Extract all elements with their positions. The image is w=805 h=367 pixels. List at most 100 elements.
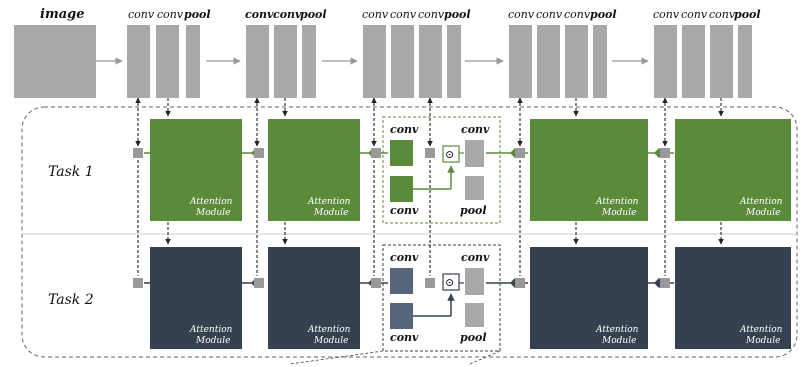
input-image-block bbox=[14, 25, 96, 98]
feature-merge-node bbox=[515, 278, 525, 288]
feature-merge-node bbox=[254, 278, 264, 288]
backbone-pool-layer bbox=[302, 25, 316, 98]
pool-label: pool bbox=[460, 331, 487, 344]
task2-attention-detail-box bbox=[382, 244, 501, 352]
feature-merge-node bbox=[133, 278, 143, 288]
attention-module-label: Module bbox=[313, 208, 348, 218]
feature-merge-node bbox=[425, 278, 435, 288]
task2-detail-conv-layer bbox=[390, 268, 413, 294]
task2-attention-module bbox=[150, 247, 242, 349]
attention-module-label: Attention bbox=[739, 197, 783, 207]
conv-label: conv bbox=[362, 8, 389, 21]
feature-merge-node bbox=[371, 148, 381, 158]
task1-attention-module bbox=[675, 119, 791, 221]
attention-module-label: Attention bbox=[595, 325, 639, 335]
backbone-conv-layer bbox=[509, 25, 532, 98]
attention-module-label: Module bbox=[601, 336, 636, 346]
backbone-conv-layer bbox=[419, 25, 442, 98]
attention-module-label: Attention bbox=[189, 325, 233, 335]
backbone-conv-layer bbox=[246, 25, 269, 98]
conv-label: conv bbox=[245, 8, 274, 21]
callout-line bbox=[289, 350, 384, 365]
conv-label: conv bbox=[461, 123, 490, 136]
conv-label: conv bbox=[390, 123, 419, 136]
backbone-conv-layer bbox=[156, 25, 179, 98]
attention-module-label: Module bbox=[745, 208, 780, 218]
attention-module-label: Module bbox=[313, 336, 348, 346]
conv-label: conv bbox=[653, 8, 680, 21]
conv-label: conv bbox=[709, 8, 736, 21]
dot-product-symbol: ⊙ bbox=[445, 148, 454, 161]
pool-label: pool bbox=[300, 8, 327, 21]
conv-label: conv bbox=[273, 8, 302, 21]
dot-product-symbol: ⊙ bbox=[445, 276, 454, 289]
backbone-to-task-connections bbox=[135, 97, 724, 276]
attention-module-label: Attention bbox=[739, 325, 783, 335]
task1-attention-module bbox=[150, 119, 242, 221]
attention-module-label: Attention bbox=[189, 197, 233, 207]
attention-module-label: Module bbox=[601, 208, 636, 218]
attention-module-label: Attention bbox=[307, 325, 351, 335]
feature-merge-node bbox=[254, 148, 264, 158]
task1-attention-module bbox=[268, 119, 360, 221]
backbone-conv-layer bbox=[127, 25, 150, 98]
pool-label: pool bbox=[590, 8, 617, 21]
elementwise-multiply-node bbox=[442, 273, 460, 291]
elementwise-multiply-node bbox=[442, 145, 460, 163]
conv-label: conv bbox=[390, 204, 419, 217]
backbone-conv-layer bbox=[363, 25, 386, 98]
conv-label: conv bbox=[461, 251, 490, 264]
backbone-conv-layer bbox=[710, 25, 733, 98]
feature-merge-node bbox=[660, 148, 670, 158]
backbone-conv-layer bbox=[682, 25, 705, 98]
feature-merge-node bbox=[660, 278, 670, 288]
feature-merge-node bbox=[515, 148, 525, 158]
conv-label: conv bbox=[128, 8, 155, 21]
backbone-conv-layer bbox=[565, 25, 588, 98]
image-label: image bbox=[40, 7, 84, 22]
backbone-network: image conv conv pool conv conv pool conv… bbox=[14, 7, 761, 98]
attention-module-label: Attention bbox=[595, 197, 639, 207]
backbone-conv-layer bbox=[274, 25, 297, 98]
task1-detail-pool-layer bbox=[465, 176, 484, 200]
task1-network: Task 1 Attention Module Attention Module… bbox=[48, 116, 791, 224]
conv-label: conv bbox=[390, 251, 419, 264]
task1-attention-module bbox=[530, 119, 648, 221]
feature-merge-node bbox=[371, 278, 381, 288]
task1-label: Task 1 bbox=[48, 164, 94, 180]
backbone-conv-layer bbox=[654, 25, 677, 98]
task2-attention-module bbox=[675, 247, 791, 349]
feature-merge-node bbox=[425, 148, 435, 158]
conv-label: conv bbox=[390, 8, 417, 21]
task2-attention-module bbox=[268, 247, 360, 349]
callout-line bbox=[469, 350, 501, 365]
conv-label: conv bbox=[536, 8, 563, 21]
attention-module-label: Module bbox=[195, 208, 230, 218]
attention-module-label: Module bbox=[745, 336, 780, 346]
task1-detail-conv-layer bbox=[390, 140, 413, 166]
backbone-pool-layer bbox=[738, 25, 752, 98]
backbone-pool-layer bbox=[447, 25, 461, 98]
task2-network: Task 2 Attention Module Attention Module… bbox=[48, 244, 791, 365]
pool-label: pool bbox=[184, 8, 211, 21]
backbone-pool-layer bbox=[186, 25, 200, 98]
conv-label: conv bbox=[390, 331, 419, 344]
pool-label: pool bbox=[734, 8, 761, 21]
attention-module-label: Attention bbox=[307, 197, 351, 207]
attention-module-label: Module bbox=[195, 336, 230, 346]
task1-detail-conv-layer bbox=[465, 140, 484, 167]
backbone-conv-layer bbox=[537, 25, 560, 98]
task2-detail-pool-layer bbox=[465, 303, 484, 327]
conv-label: conv bbox=[157, 8, 184, 21]
conv-label: conv bbox=[681, 8, 708, 21]
backbone-conv-layer bbox=[391, 25, 414, 98]
task2-attention-module bbox=[530, 247, 648, 349]
task2-detail-conv-layer bbox=[465, 268, 484, 295]
pool-label: pool bbox=[444, 8, 471, 21]
task2-detail-conv-layer bbox=[390, 303, 413, 329]
task1-detail-conv-layer bbox=[390, 176, 413, 202]
pool-label: pool bbox=[460, 204, 487, 217]
conv-label: conv bbox=[508, 8, 535, 21]
task2-label: Task 2 bbox=[48, 292, 94, 308]
